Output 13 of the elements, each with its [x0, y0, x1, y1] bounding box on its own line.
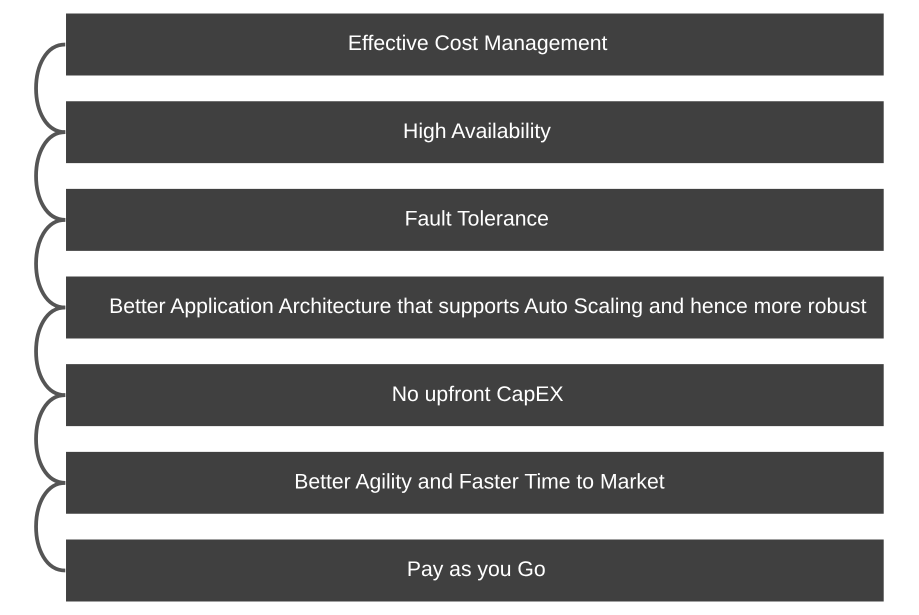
- node-box: Fault Tolerance: [66, 188, 884, 251]
- node-box: High Availability: [66, 101, 884, 164]
- node-box: Better Application Architecture that supports Auto Scaling and hence more robust: [66, 276, 884, 338]
- connector: [34, 393, 66, 485]
- node-box: Effective Cost Management: [66, 14, 884, 76]
- connector: [34, 480, 66, 572]
- node-box: Pay as you Go: [66, 540, 884, 602]
- connector: [34, 130, 66, 222]
- connector: [34, 306, 66, 398]
- connector: [34, 42, 66, 134]
- connector: [34, 218, 66, 310]
- node-box: Better Agility and Faster Time to Market: [66, 452, 884, 514]
- node-box: No upfront CapEX: [66, 364, 884, 426]
